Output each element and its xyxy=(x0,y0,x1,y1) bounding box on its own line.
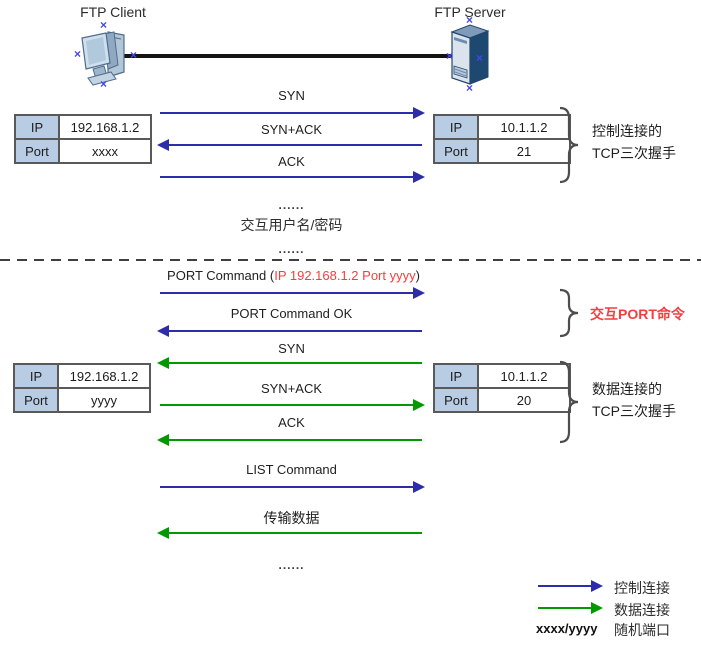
ip-value-cell: 192.168.1.2 xyxy=(60,116,150,138)
port-header-cell: Port xyxy=(15,389,59,411)
data-handshake-note-line1: 数据连接的 xyxy=(592,381,662,397)
msg-port-command-ok-label: PORT Command OK xyxy=(230,306,353,321)
legend-data-label: 数据连接 xyxy=(614,602,670,618)
port-value-cell: 21 xyxy=(479,140,569,162)
ip-header-cell: IP xyxy=(15,365,59,387)
control-synack-arrow xyxy=(157,139,422,151)
svg-text:×: × xyxy=(466,81,473,92)
port-value-cell: 20 xyxy=(479,389,569,411)
data-handshake-note-line2: TCP三次握手 xyxy=(592,403,676,419)
arrowhead-left-icon xyxy=(157,527,169,539)
ip-header-cell: IP xyxy=(16,116,60,138)
msg-data-synack-label: SYN+ACK xyxy=(260,381,323,396)
port-command-arrow xyxy=(160,287,425,299)
server-title: FTP Server xyxy=(434,4,506,20)
msg-port-command-label: PORT Command (IP 192.168.1.2 Port yyyy) xyxy=(121,268,466,283)
port-command-highlight: IP 192.168.1.2 Port yyyy xyxy=(274,268,416,283)
connection-line xyxy=(116,54,454,58)
legend-control-label: 控制连接 xyxy=(614,580,670,596)
svg-text:×: × xyxy=(100,77,107,88)
data-synack-arrow xyxy=(160,399,425,411)
arrowhead-right-icon xyxy=(591,580,603,592)
svg-text:×: × xyxy=(466,16,473,27)
list-command-arrow xyxy=(160,481,425,493)
control-handshake-note: 控制连接的 TCP三次握手 xyxy=(592,120,676,164)
control-handshake-note-line2: TCP三次握手 xyxy=(592,145,676,161)
msg-control-syn-label: SYN xyxy=(278,88,305,103)
control-handshake-note-line1: 控制连接的 xyxy=(592,123,662,139)
port-command-prefix: PORT Command ( xyxy=(167,268,275,283)
server-control-table: IP 10.1.1.2 Port 21 xyxy=(433,114,571,164)
client-control-table: IP 192.168.1.2 Port xxxx xyxy=(14,114,152,164)
server-icon: × × × × xyxy=(440,13,500,97)
server-data-table: IP 10.1.1.2 Port 20 xyxy=(433,363,571,413)
svg-text:×: × xyxy=(476,51,483,65)
arrowhead-right-icon xyxy=(591,602,603,614)
svg-text:×: × xyxy=(130,48,137,62)
ip-value-cell: 10.1.1.2 xyxy=(479,365,569,387)
port-command-suffix: ) xyxy=(415,268,420,283)
svg-text:×: × xyxy=(74,47,81,61)
msg-control-synack-label: SYN+ACK xyxy=(260,122,323,137)
ip-header-cell: IP xyxy=(435,116,479,138)
arrowhead-left-icon xyxy=(157,434,169,446)
msg-data-syn-label: SYN xyxy=(278,341,305,356)
svg-text:×: × xyxy=(446,49,453,63)
msg-transfer-data-label: 传输数据 xyxy=(263,510,320,526)
port-command-ok-arrow xyxy=(157,325,422,337)
arrowhead-right-icon xyxy=(413,481,425,493)
client-computer-icon: × × × × xyxy=(74,18,138,93)
legend-control-arrow xyxy=(538,580,603,592)
arrowhead-right-icon xyxy=(413,399,425,411)
data-syn-arrow xyxy=(157,357,422,369)
data-handshake-note: 数据连接的 TCP三次握手 xyxy=(592,378,676,422)
control-ack-arrow xyxy=(160,171,425,183)
section-divider xyxy=(0,259,701,261)
ellipsis-bottom: ...... xyxy=(278,558,305,572)
ellipsis-mid: ...... xyxy=(278,242,305,256)
data-handshake-brace xyxy=(558,360,580,444)
svg-text:×: × xyxy=(100,20,107,32)
exchange-credentials-note: 交互用户名/密码 xyxy=(240,217,343,233)
port-exchange-note: 交互PORT命令 xyxy=(590,306,685,322)
legend-random-port-label: 随机端口 xyxy=(614,622,670,638)
legend-random-port-key: xxxx/yyyy xyxy=(536,621,598,636)
msg-list-command-label: LIST Command xyxy=(246,462,337,477)
ip-value-cell: 192.168.1.2 xyxy=(59,365,149,387)
msg-control-ack-label: ACK xyxy=(278,154,305,169)
transfer-data-arrow xyxy=(157,527,422,539)
arrowhead-right-icon xyxy=(413,287,425,299)
legend-data-arrow xyxy=(538,602,603,614)
data-ack-arrow xyxy=(157,434,422,446)
control-syn-arrow xyxy=(160,107,425,119)
port-value-cell: xxxx xyxy=(60,140,150,162)
msg-data-ack-label: ACK xyxy=(278,415,305,430)
ip-value-cell: 10.1.1.2 xyxy=(479,116,569,138)
ip-header-cell: IP xyxy=(435,365,479,387)
port-header-cell: Port xyxy=(16,140,60,162)
arrowhead-right-icon xyxy=(413,171,425,183)
arrowhead-left-icon xyxy=(157,325,169,337)
ellipsis-top: ...... xyxy=(278,198,305,212)
arrowhead-left-icon xyxy=(157,357,169,369)
port-exchange-brace xyxy=(558,288,580,338)
port-header-cell: Port xyxy=(435,389,479,411)
client-data-table: IP 192.168.1.2 Port yyyy xyxy=(13,363,151,413)
client-title: FTP Client xyxy=(80,4,146,20)
port-value-cell: yyyy xyxy=(59,389,149,411)
arrowhead-right-icon xyxy=(413,107,425,119)
control-handshake-brace xyxy=(558,106,580,184)
arrowhead-left-icon xyxy=(157,139,169,151)
port-header-cell: Port xyxy=(435,140,479,162)
